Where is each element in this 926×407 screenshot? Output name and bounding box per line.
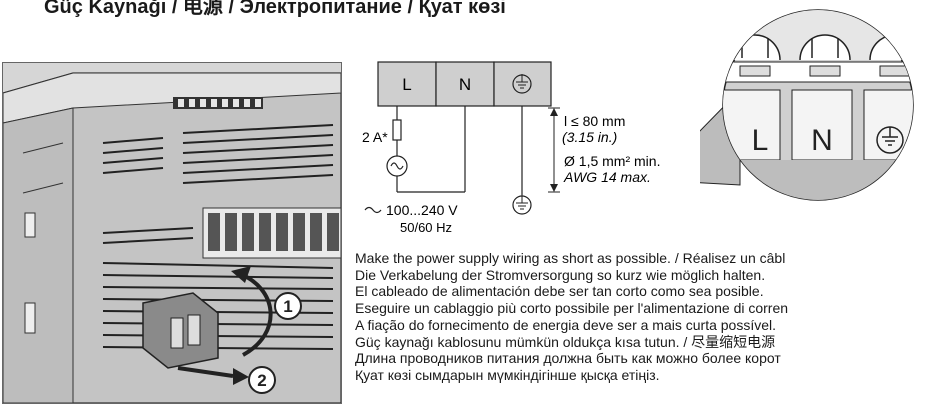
length-inches-label: (3.15 in.)	[562, 129, 617, 145]
voltage-label: 100...240 V	[386, 202, 458, 218]
ac-tilde-icon	[364, 206, 382, 214]
terminal-zoom-view: L N	[700, 9, 914, 201]
zoom-ground-icon	[876, 126, 904, 154]
terminal-l-label: L	[402, 75, 411, 94]
zoom-terminal-l-label: L	[752, 124, 769, 157]
instruction-line-tr-zh: Güç kaynağı kablosunu mümkün oldukça kıs…	[355, 333, 776, 350]
instruction-line-kk: Қуат көзі сымдарын мүмкіндігінше қысқа е…	[355, 366, 660, 383]
wire-size-label: Ø 1,5 mm² min.	[564, 153, 660, 169]
frequency-label: 50/60 Hz	[400, 220, 452, 235]
awg-label: AWG 14 max.	[563, 169, 651, 185]
terminal-l	[377, 61, 437, 107]
ground-terminal-icon	[512, 74, 532, 94]
wiring-schematic: L N 2 A* 100...240 V 50/60 Hz l ≤ 80 mm …	[362, 61, 660, 235]
device-illustration: 1 2	[3, 63, 341, 403]
terminal-n-label: N	[459, 75, 471, 94]
step-2-label: 2	[257, 371, 266, 390]
zoom-terminal-n-label: N	[811, 124, 833, 157]
instruction-line-pt: A fiação do fornecimento de energia deve…	[355, 316, 777, 333]
fuse-icon	[392, 119, 402, 141]
terminal-block: L N	[377, 61, 552, 107]
instruction-line-de: Die Verkabelung der Stromversorgung so k…	[355, 266, 766, 283]
instructions-text: Make the power supply wiring as short as…	[355, 250, 926, 384]
terminal-ground	[493, 61, 552, 107]
step-2-callout	[248, 366, 276, 394]
step-1-callout	[274, 292, 302, 320]
instruction-line-it: Eseguire un cablaggio più corto possibil…	[355, 300, 789, 317]
page-title: Güç Kaynağı / 电源 / Электропитание / Қуат…	[44, 0, 506, 18]
terminal-n	[435, 61, 495, 107]
instruction-line-en-fr: Make the power supply wiring as short as…	[355, 250, 786, 266]
length-label: l ≤ 80 mm	[564, 113, 625, 129]
fuse-label: 2 A*	[362, 129, 388, 145]
instruction-line-ru: Длина проводников питания должна быть ка…	[355, 350, 781, 367]
device-photo: 1 2	[2, 62, 342, 404]
earth-ground-icon	[512, 195, 532, 215]
step-1-label: 1	[283, 297, 292, 316]
instruction-line-es: El cableado de alimentación debe ser tan…	[355, 283, 764, 300]
